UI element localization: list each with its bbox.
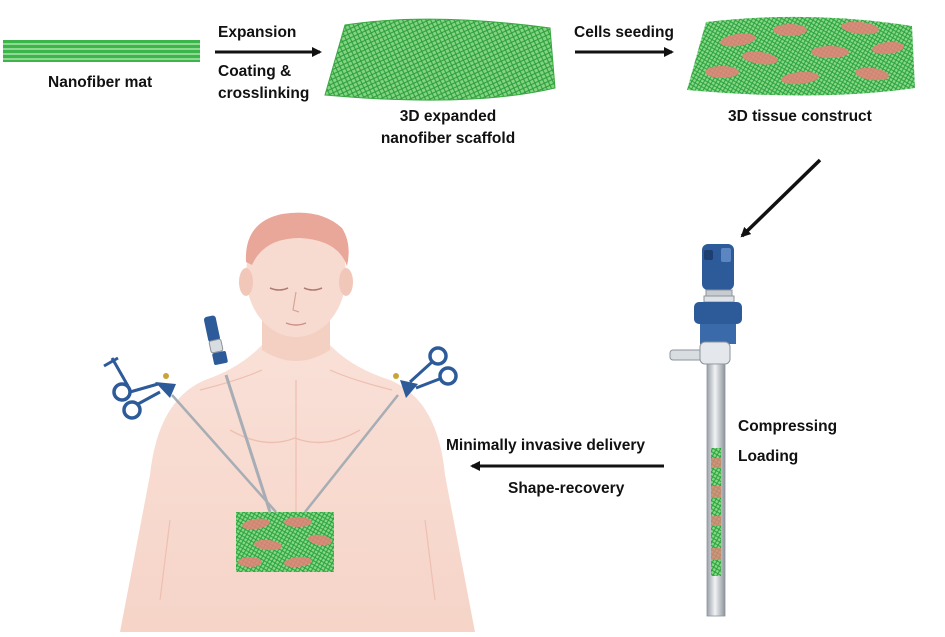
label-scaffold-line1: 3D expanded: [399, 108, 497, 125]
label-coating: Coating &: [218, 63, 292, 80]
label-nanofiber-mat: Nanofiber mat: [48, 74, 153, 91]
tissue-construct-graphic: [687, 16, 915, 96]
right-grasper: [304, 346, 458, 513]
left-grasper: [103, 356, 277, 513]
label-crosslinking: crosslinking: [218, 85, 310, 102]
label-cells-seeding: Cells seeding: [574, 24, 674, 41]
label-shape-recovery: Shape-recovery: [508, 480, 625, 497]
label-compressing: Compressing: [738, 418, 838, 435]
expanded-scaffold-graphic: [324, 18, 556, 101]
implanted-patch: [236, 512, 334, 572]
label-scaffold-line2: nanofiber scaffold: [380, 130, 516, 147]
patient-figure: [120, 212, 475, 632]
trocar-device: [669, 244, 742, 617]
arrow-to-trocar: [740, 158, 822, 238]
label-loading: Loading: [738, 448, 799, 465]
nanofiber-mat-graphic: [3, 40, 200, 62]
label-expansion: Expansion: [218, 24, 297, 41]
label-delivery: Minimally invasive delivery: [446, 437, 646, 454]
center-trocar: [203, 315, 272, 513]
label-tissue-construct: 3D tissue construct: [728, 108, 872, 125]
